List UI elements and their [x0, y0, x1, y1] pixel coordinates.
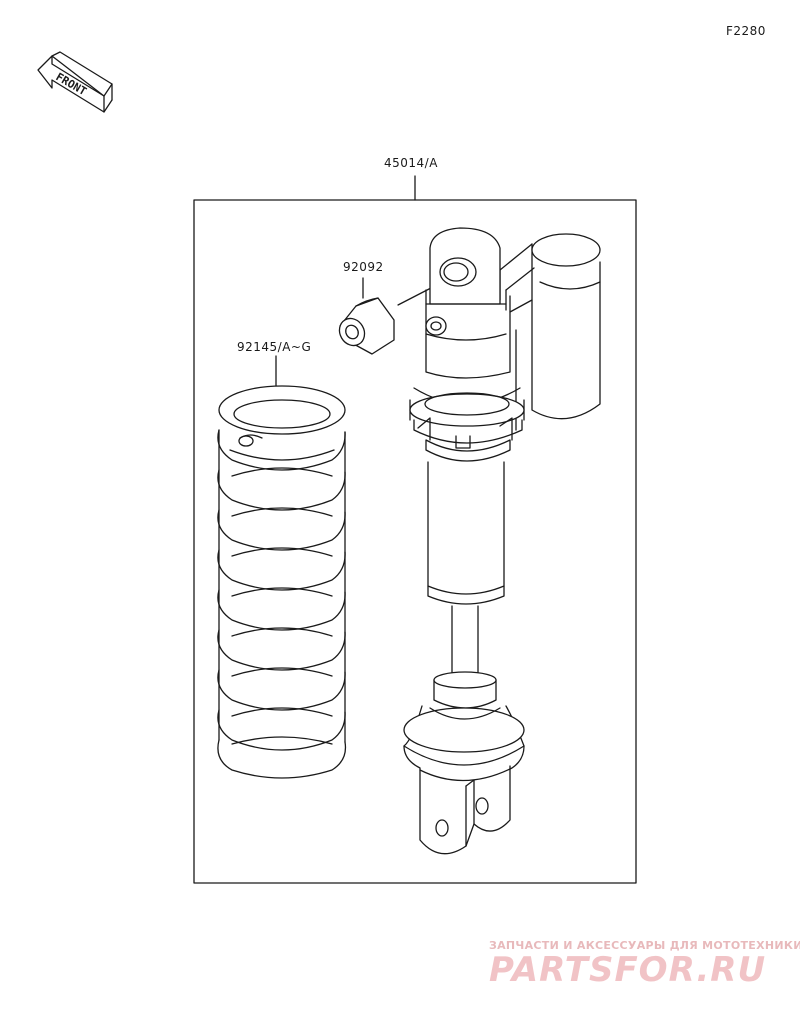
diagram-code: F2280: [726, 24, 766, 38]
watermark-tagline: ЗАПЧАСТИ И АКСЕССУАРЫ ДЛЯ МОТОТЕХНИКИ: [489, 939, 800, 952]
watermark-logo: PARTSFOR.RU: [489, 950, 767, 990]
reservoir-part: [499, 233, 601, 431]
bottom-mount-part: [403, 671, 525, 855]
front-arrow-icon: FRONT: [37, 51, 113, 113]
spring-label: 92145/A~G: [237, 340, 312, 354]
bushing-part: [338, 297, 395, 355]
bushing-label: 92092: [343, 260, 384, 274]
shock-assembly-label: 45014/A: [384, 156, 438, 170]
shock-body-part: [409, 227, 525, 691]
spring-part: [217, 385, 347, 779]
